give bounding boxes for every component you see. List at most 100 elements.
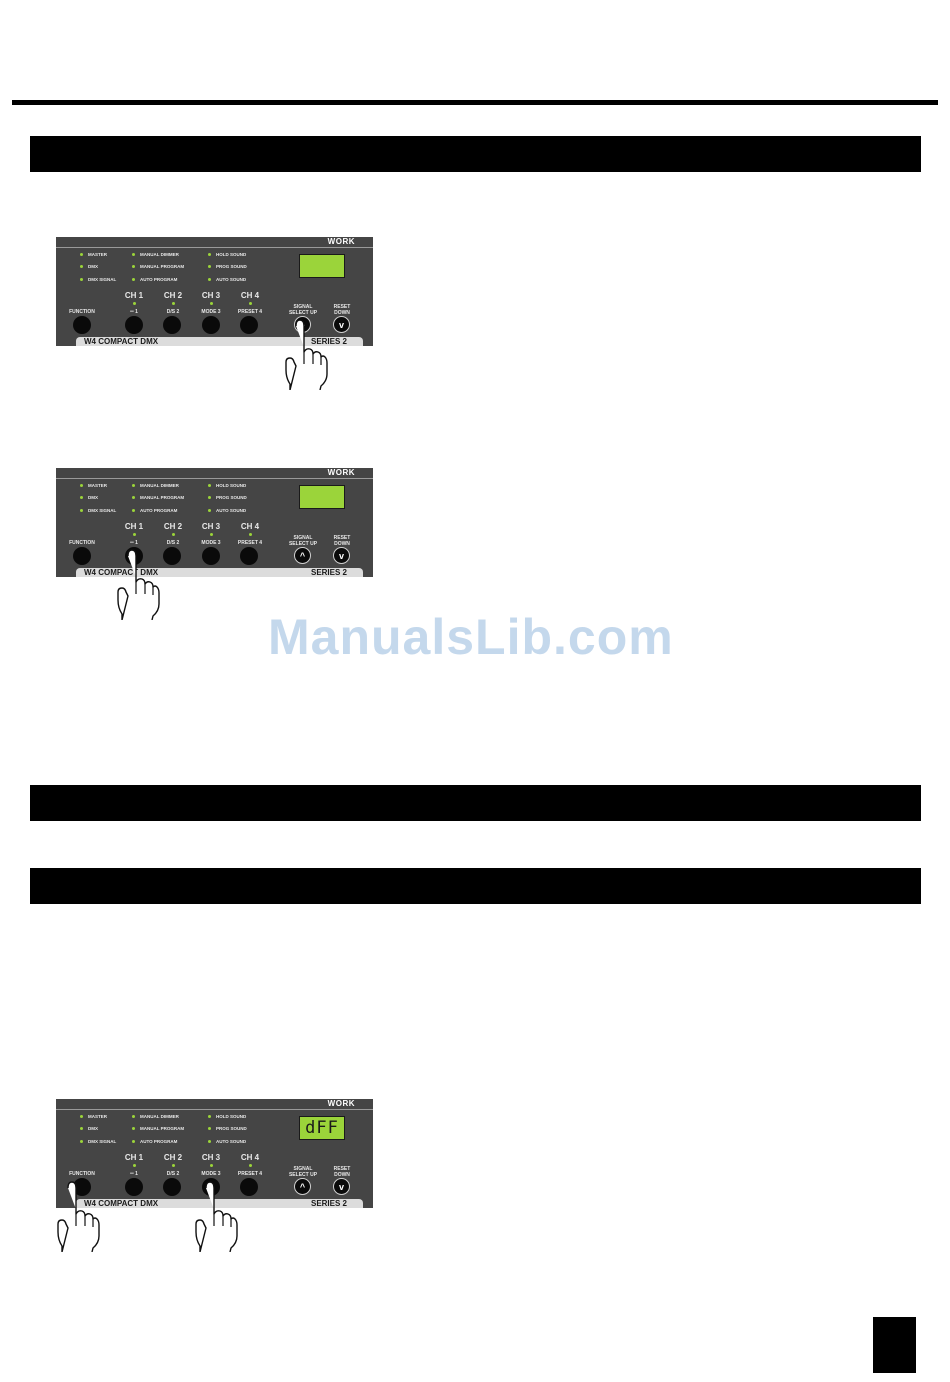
button-label-2: D/S 2 bbox=[166, 540, 180, 546]
button-label-1: ═ 1 bbox=[130, 1171, 138, 1177]
button-label-1: ═ 1 bbox=[130, 540, 138, 546]
led-master: MASTER bbox=[80, 1114, 107, 1119]
controller-panel-2: WORK MASTER DMX DMX SIGNAL MANUAL DIMMER… bbox=[56, 468, 373, 577]
channel-label-3: CH 3 bbox=[201, 522, 221, 531]
function-label: FUNCTION bbox=[69, 540, 95, 546]
down-button[interactable]: v bbox=[333, 547, 350, 564]
blackout-icon: ═ bbox=[130, 1171, 134, 1177]
led-auto-program: AUTO PROGRAM bbox=[132, 1139, 177, 1144]
led-dmx-signal: DMX SIGNAL bbox=[80, 1139, 116, 1144]
ch2-button[interactable] bbox=[163, 316, 181, 334]
button-label-2: D/S 2 bbox=[166, 309, 180, 315]
channel-label-4: CH 4 bbox=[240, 291, 260, 300]
led-manual-dimmer: MANUAL DIMMER bbox=[132, 483, 179, 488]
button-label-1: ═ 1 bbox=[130, 309, 138, 315]
led-master: MASTER bbox=[80, 252, 107, 257]
channel-label-1: CH 1 bbox=[124, 522, 144, 531]
button-label-4: PRESET 4 bbox=[237, 540, 263, 546]
button-label-3: MODE 3 bbox=[201, 540, 221, 546]
led-auto-sound: AUTO SOUND bbox=[208, 1139, 246, 1144]
button-label-2: D/S 2 bbox=[166, 1171, 180, 1177]
blackout-icon: ═ bbox=[130, 309, 134, 315]
channel-label-1: CH 1 bbox=[124, 1153, 144, 1162]
brand-label: WORK bbox=[327, 1099, 355, 1108]
led-master: MASTER bbox=[80, 483, 107, 488]
ch4-button[interactable] bbox=[240, 316, 258, 334]
brand-label: WORK bbox=[327, 237, 355, 246]
ch2-button[interactable] bbox=[163, 547, 181, 565]
channel-label-2: CH 2 bbox=[163, 1153, 183, 1162]
lcd-display bbox=[299, 485, 345, 509]
up-button[interactable]: ^ bbox=[294, 547, 311, 564]
led-manual-dimmer: MANUAL DIMMER bbox=[132, 252, 179, 257]
channel-label-1: CH 1 bbox=[124, 291, 144, 300]
channel-label-2: CH 2 bbox=[163, 291, 183, 300]
model-label: W4 COMPACT DMX bbox=[84, 1199, 159, 1208]
led-manual-program: MANUAL PROGRAM bbox=[132, 495, 184, 500]
series-label: SERIES 2 bbox=[310, 337, 347, 346]
brand-label: WORK bbox=[327, 468, 355, 477]
led-dmx: DMX bbox=[80, 264, 98, 269]
led-auto-program: AUTO PROGRAM bbox=[132, 508, 177, 513]
button-label-3: MODE 3 bbox=[201, 309, 221, 315]
lcd-display: dFF bbox=[299, 1116, 345, 1140]
ch4-button[interactable] bbox=[240, 547, 258, 565]
watermark: ManualsLib.com bbox=[268, 609, 674, 665]
page-number-box bbox=[873, 1317, 916, 1373]
led-dmx: DMX bbox=[80, 495, 98, 500]
button-label-4: PRESET 4 bbox=[237, 309, 263, 315]
led-prog-sound: PROG SOUND bbox=[208, 495, 247, 500]
led-dmx-signal: DMX SIGNAL bbox=[80, 277, 116, 282]
button-label-4: PRESET 4 bbox=[237, 1171, 263, 1177]
pointing-hand-icon bbox=[117, 549, 160, 620]
channel-label-3: CH 3 bbox=[201, 291, 221, 300]
down-button[interactable]: v bbox=[333, 1178, 350, 1195]
led-auto-sound: AUTO SOUND bbox=[208, 277, 246, 282]
series-label: SERIES 2 bbox=[310, 1199, 347, 1208]
section-heading-bar-1 bbox=[30, 136, 921, 172]
led-manual-program: MANUAL PROGRAM bbox=[132, 1126, 184, 1131]
blackout-icon: ═ bbox=[130, 540, 134, 546]
led-hold-sound: HOLD SOUND bbox=[208, 483, 246, 488]
function-button[interactable] bbox=[73, 316, 91, 334]
function-label: FUNCTION bbox=[69, 1171, 95, 1177]
top-rule bbox=[12, 100, 938, 105]
model-label: W4 COMPACT DMX bbox=[84, 568, 159, 577]
led-hold-sound: HOLD SOUND bbox=[208, 252, 246, 257]
channel-label-4: CH 4 bbox=[240, 1153, 260, 1162]
led-manual-dimmer: MANUAL DIMMER bbox=[132, 1114, 179, 1119]
ch2-button[interactable] bbox=[163, 1178, 181, 1196]
led-dmx-signal: DMX SIGNAL bbox=[80, 508, 116, 513]
section-heading-bar-2 bbox=[30, 785, 921, 821]
pointing-hand-icon bbox=[285, 319, 328, 390]
ch3-button[interactable] bbox=[202, 316, 220, 334]
down-button[interactable]: v bbox=[333, 316, 350, 333]
controller-panel-1: WORK MASTER DMX DMX SIGNAL MANUAL DIMMER… bbox=[56, 237, 373, 346]
led-hold-sound: HOLD SOUND bbox=[208, 1114, 246, 1119]
section-heading-bar-3 bbox=[30, 868, 921, 904]
led-dmx: DMX bbox=[80, 1126, 98, 1131]
pointing-hand-icon bbox=[195, 1181, 238, 1252]
ch3-button[interactable] bbox=[202, 547, 220, 565]
button-label-3: MODE 3 bbox=[201, 1171, 221, 1177]
pointing-hand-icon bbox=[57, 1181, 100, 1252]
led-auto-program: AUTO PROGRAM bbox=[132, 277, 177, 282]
up-button[interactable]: ^ bbox=[294, 1178, 311, 1195]
function-button[interactable] bbox=[73, 547, 91, 565]
led-prog-sound: PROG SOUND bbox=[208, 1126, 247, 1131]
model-label: W4 COMPACT DMX bbox=[84, 337, 159, 346]
ch1-button[interactable] bbox=[125, 1178, 143, 1196]
series-label: SERIES 2 bbox=[310, 568, 347, 577]
ch4-button[interactable] bbox=[240, 1178, 258, 1196]
channel-label-4: CH 4 bbox=[240, 522, 260, 531]
function-button[interactable] bbox=[73, 1178, 91, 1196]
led-auto-sound: AUTO SOUND bbox=[208, 508, 246, 513]
ch1-button[interactable] bbox=[125, 316, 143, 334]
lcd-display bbox=[299, 254, 345, 278]
